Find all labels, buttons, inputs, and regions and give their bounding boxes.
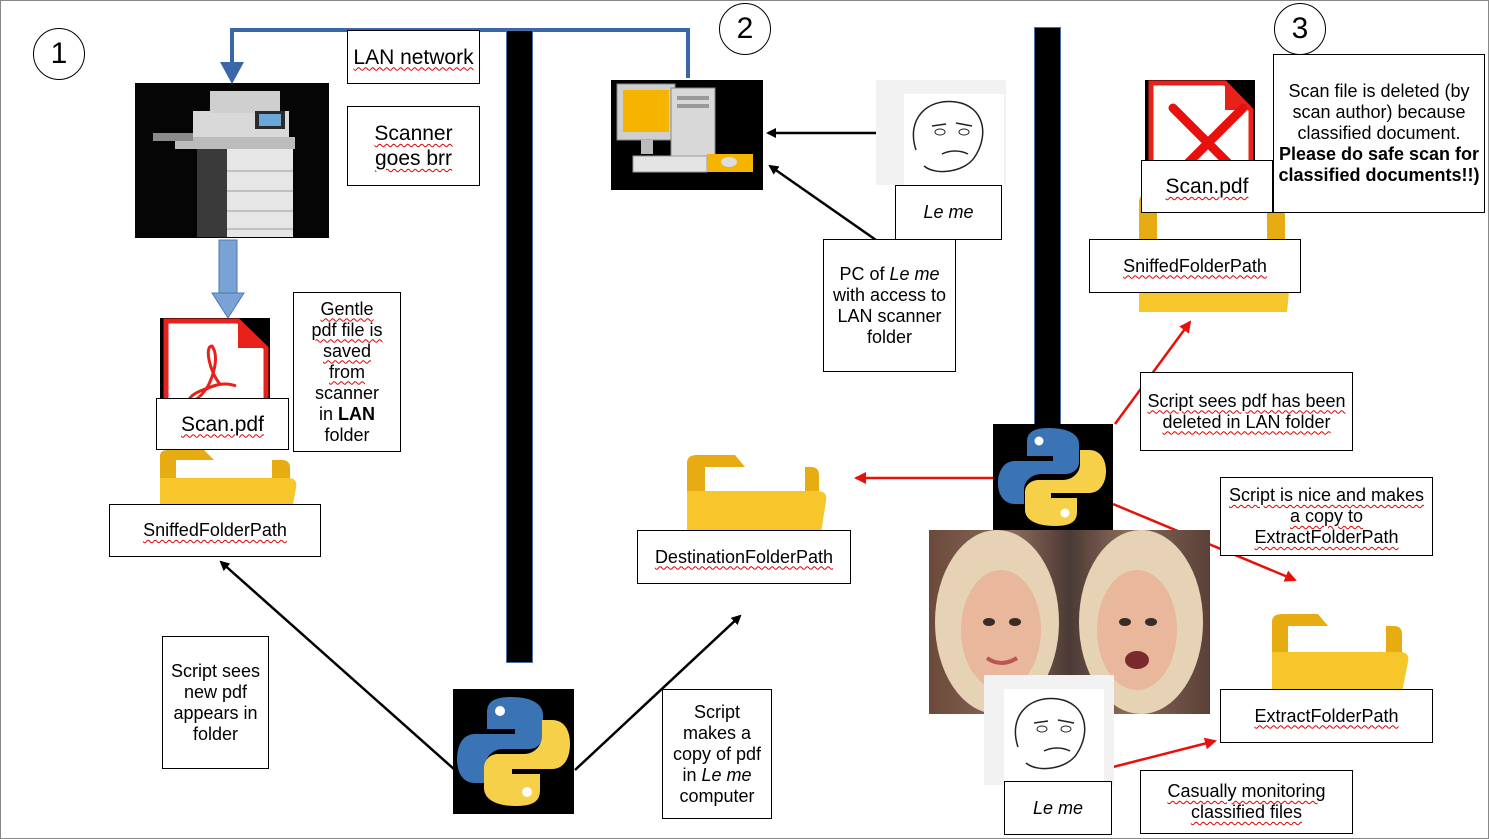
gentle-pdf-label: Gentle pdf file is saved from scanner in…: [293, 292, 401, 452]
gentle-pdf-line-6: in LAN: [319, 404, 375, 425]
step-2-circle: 2: [719, 3, 771, 55]
pc-of-text: PC of: [839, 263, 890, 284]
script-sees-deleted-text: Script sees pdf has been deleted in LAN …: [1147, 390, 1346, 432]
gentle-pdf-line-3: saved: [322, 340, 372, 361]
arrow-leme-to-extract: [1112, 737, 1217, 769]
scan-pdf-label-1: Scan.pdf: [156, 398, 289, 450]
script-is-nice-label: Script is nice and makes a copy to Extra…: [1220, 477, 1433, 556]
le-me-text-bottom: Le me: [1032, 797, 1084, 818]
scan-pdf-text-3: Scan.pdf: [1165, 175, 1249, 198]
meme-face-icon: [984, 675, 1114, 785]
script-makes-copy-label: Script makes a copy of pdf in Le me comp…: [662, 689, 772, 819]
scan-deleted-label: Scan file is deleted (by scan author) be…: [1273, 54, 1485, 213]
scan-pdf-text-1: Scan.pdf: [181, 412, 264, 436]
scanner-output-arrow-shaft: [218, 239, 238, 296]
scan-pdf-label-3: Scan.pdf: [1141, 160, 1273, 213]
separator-bar-left: [506, 30, 533, 663]
desktop-pc-icon: [611, 80, 763, 190]
scanner-goes-brr-label: Scanner goes brr: [347, 106, 480, 186]
meme-face-icon: [876, 80, 1006, 185]
scan-deleted-bold: Please do safe scan for classified docum…: [1278, 144, 1480, 185]
script-makes-copy-italic: Le me: [701, 764, 752, 785]
script-makes-copy-text: Script makes a copy of pdf in Le me comp…: [667, 702, 767, 807]
lan-network-label: LAN network: [347, 30, 480, 84]
sniffed-folder-path-text-3: SniffedFolderPath: [1123, 255, 1267, 276]
script-sees-new-pdf-label: Script sees new pdf appears in folder: [162, 636, 269, 769]
sniffed-folder-path-text-1: SniffedFolderPath: [143, 520, 287, 540]
script-sees-new-pdf-text: Script sees new pdf appears in folder: [170, 660, 261, 744]
step-3-circle: 3: [1274, 3, 1326, 55]
folder-icon: [683, 453, 828, 533]
gentle-pdf-in: in: [318, 403, 338, 424]
gentle-pdf-line-4: from: [329, 361, 365, 382]
script-makes-copy-a: Script makes a copy of pdf in: [672, 701, 762, 785]
python-logo-icon: [453, 689, 574, 814]
script-is-nice-text: Script is nice and makes a copy to Extra…: [1228, 485, 1425, 547]
step-1-label: 1: [50, 37, 68, 70]
sniffed-folder-path-label-1: SniffedFolderPath: [109, 504, 321, 557]
python-logo-icon: [993, 424, 1113, 530]
le-me-text-top: Le me: [923, 202, 974, 222]
arrow-pclabel-to-pc: [768, 164, 877, 242]
script-sees-deleted-label: Script sees pdf has been deleted in LAN …: [1140, 372, 1353, 451]
scan-deleted-text: Scan file is deleted (by scan author) be…: [1278, 81, 1480, 186]
step-3-label: 3: [1291, 12, 1309, 45]
folder-icon: [1268, 612, 1410, 692]
pc-rest-text: with access to LAN scanner folder: [832, 284, 947, 347]
destination-folder-path-text: DestinationFolderPath: [654, 546, 834, 567]
arrow-script-to-sniffed: [219, 560, 456, 771]
step-2-label: 2: [736, 12, 754, 45]
woman-photo: [929, 530, 1210, 714]
arrow-script-to-destination: [574, 614, 742, 771]
le-me-label-bottom: Le me: [1004, 781, 1112, 835]
extract-folder-path-text: ExtractFolderPath: [1254, 705, 1399, 726]
scanner-goes-brr-text: Scanner goes brr: [374, 122, 453, 170]
pdf-file-icon: [160, 318, 270, 408]
extract-folder-path-label: ExtractFolderPath: [1220, 689, 1433, 743]
scanner-output-arrowhead: [211, 292, 245, 319]
sniffed-folder-path-label-3: SniffedFolderPath: [1089, 239, 1301, 293]
gentle-pdf-line-5: scanner: [314, 382, 380, 403]
pc-of-le-me-text: PC of Le me with access to LAN scanner f…: [828, 264, 951, 348]
destination-folder-path-label: DestinationFolderPath: [637, 530, 851, 584]
casually-monitoring-label: Casually monitoring classified files: [1140, 770, 1353, 834]
gentle-pdf-line-2: pdf file is: [311, 319, 383, 340]
separator-bar-right: [1034, 27, 1061, 427]
step-1-circle: 1: [33, 28, 85, 80]
script-makes-copy-b: computer: [679, 785, 755, 806]
gentle-pdf-line-7: folder: [324, 424, 370, 445]
pc-of-italic: Le me: [889, 263, 940, 284]
casually-monitoring-text: Casually monitoring classified files: [1167, 781, 1326, 822]
scan-deleted-a: Scan file is deleted (by scan author) be…: [1288, 81, 1470, 143]
lan-arrowhead: [220, 62, 244, 84]
gentle-pdf-lan: LAN: [338, 403, 375, 424]
printer-icon: [135, 83, 329, 238]
lan-network-text: LAN network: [353, 45, 474, 69]
folder-icon: [156, 448, 298, 510]
gentle-pdf-line-1: Gentle: [320, 298, 374, 319]
pc-of-le-me-label: PC of Le me with access to LAN scanner f…: [823, 239, 956, 372]
le-me-label-top: Le me: [895, 185, 1002, 240]
